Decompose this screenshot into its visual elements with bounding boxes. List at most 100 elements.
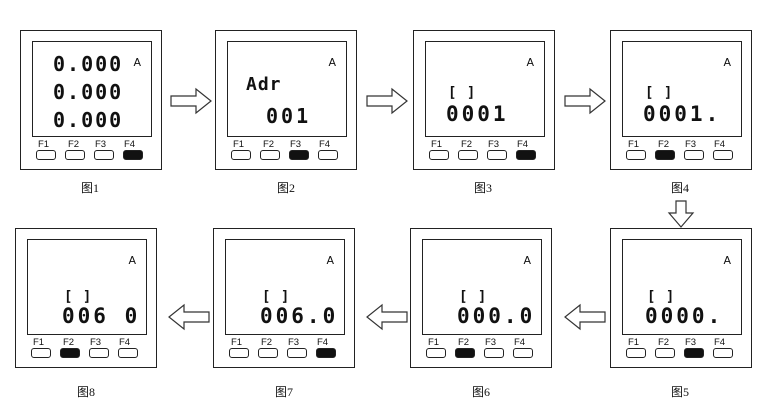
f3-key[interactable] (484, 348, 504, 358)
meter-panel-2: A Adr 001 F1 F2 F3 F4 (215, 30, 357, 170)
display-line-2: 0001. (643, 102, 722, 126)
meter-panel-1: A 0.000 0.000 0.000 F1 F2 F3 F4 (20, 30, 162, 170)
key-label-f4: F4 (124, 139, 136, 150)
display-line-2: 006 0 (62, 304, 141, 328)
caption-fig-5: 图5 (670, 385, 689, 399)
f3-key[interactable] (287, 348, 307, 358)
display-line-1: Adr (246, 74, 282, 95)
key-label-f3: F3 (288, 337, 300, 348)
f1-key[interactable] (36, 150, 56, 160)
key-label-f3: F3 (90, 337, 102, 348)
f1-key[interactable] (229, 348, 249, 358)
display-line-1: 0.000 (53, 52, 124, 76)
caption-fig-4: 图4 (670, 181, 689, 195)
f1-key[interactable] (426, 348, 446, 358)
display-line-2: 0000. (645, 304, 724, 328)
lcd-screen: A [ ] 006.0 (225, 239, 345, 335)
f3-key[interactable] (684, 348, 704, 358)
key-label-f4: F4 (119, 337, 131, 348)
lcd-screen: A [ ] 0001 (425, 41, 545, 137)
display-line-1: [ ] (645, 85, 674, 101)
f2-key[interactable] (258, 348, 278, 358)
f1-key[interactable] (626, 150, 646, 160)
key-labels: F1 F2 F3 F4 (622, 139, 742, 151)
unit-label: A (723, 254, 731, 267)
key-label-f2: F2 (658, 139, 670, 150)
lcd-screen: A [ ] 0001. (622, 41, 742, 137)
f3-key[interactable] (89, 348, 109, 358)
key-label-f4: F4 (514, 337, 526, 348)
f4-key[interactable] (713, 150, 733, 160)
f4-key[interactable] (513, 348, 533, 358)
caption-fig-1: 图1 (80, 181, 99, 195)
caption-fig-2: 图2 (276, 181, 295, 195)
key-labels: F1 F2 F3 F4 (32, 139, 152, 151)
meter-panel-4: A [ ] 0001. F1 F2 F3 F4 (610, 30, 752, 170)
key-label-f1: F1 (628, 337, 640, 348)
f2-key[interactable] (655, 150, 675, 160)
key-label-f1: F1 (38, 139, 50, 150)
key-label-f2: F2 (63, 337, 75, 348)
unit-label: A (523, 254, 531, 267)
meter-panel-7: A [ ] 006.0 F1 F2 F3 F4 (213, 228, 355, 368)
display-line-3: 0.000 (53, 108, 124, 132)
f3-key[interactable] (289, 150, 309, 160)
f1-key[interactable] (626, 348, 646, 358)
f4-key[interactable] (318, 150, 338, 160)
key-label-f2: F2 (658, 337, 670, 348)
f2-key[interactable] (60, 348, 80, 358)
f2-key[interactable] (458, 150, 478, 160)
arrow-left-icon (168, 303, 210, 331)
key-label-f4: F4 (517, 139, 529, 150)
f1-key[interactable] (429, 150, 449, 160)
key-label-f2: F2 (68, 139, 80, 150)
key-labels: F1 F2 F3 F4 (227, 139, 347, 151)
key-label-f2: F2 (458, 337, 470, 348)
unit-label: A (326, 254, 334, 267)
display-line-2: 0.000 (53, 80, 124, 104)
key-label-f3: F3 (685, 337, 697, 348)
caption-fig-6: 图6 (471, 385, 490, 399)
f3-key[interactable] (94, 150, 114, 160)
meter-panel-8: A [ ] 006 0 F1 F2 F3 F4 (15, 228, 157, 368)
display-line-1: [ ] (64, 289, 93, 305)
key-label-f2: F2 (261, 337, 273, 348)
key-label-f1: F1 (431, 139, 443, 150)
display-line-2: 000.0 (457, 304, 536, 328)
key-label-f3: F3 (290, 139, 302, 150)
display-line-2: 006.0 (260, 304, 339, 328)
key-label-f3: F3 (488, 139, 500, 150)
f2-key[interactable] (260, 150, 280, 160)
f4-key[interactable] (316, 348, 336, 358)
lcd-screen: A 0.000 0.000 0.000 (32, 41, 152, 137)
f4-key[interactable] (118, 348, 138, 358)
key-label-f4: F4 (714, 139, 726, 150)
key-label-f4: F4 (714, 337, 726, 348)
arrow-right-icon (564, 87, 606, 115)
unit-label: A (526, 56, 534, 69)
f2-key[interactable] (655, 348, 675, 358)
caption-fig-7: 图7 (274, 385, 293, 399)
key-label-f2: F2 (461, 139, 473, 150)
f4-key[interactable] (516, 150, 536, 160)
key-label-f2: F2 (263, 139, 275, 150)
f1-key[interactable] (31, 348, 51, 358)
f2-key[interactable] (65, 150, 85, 160)
arrow-left-icon (366, 303, 408, 331)
f4-key[interactable] (713, 348, 733, 358)
key-labels: F1 F2 F3 F4 (27, 337, 147, 349)
unit-label: A (133, 56, 141, 69)
key-labels: F1 F2 F3 F4 (425, 139, 545, 151)
key-labels: F1 F2 F3 F4 (622, 337, 742, 349)
caption-fig-8: 图8 (76, 385, 95, 399)
key-label-f3: F3 (95, 139, 107, 150)
display-line-1: [ ] (647, 289, 676, 305)
unit-label: A (128, 254, 136, 267)
meter-panel-6: A [ ] 000.0 F1 F2 F3 F4 (410, 228, 552, 368)
meter-panel-3: A [ ] 0001 F1 F2 F3 F4 (413, 30, 555, 170)
f3-key[interactable] (684, 150, 704, 160)
f3-key[interactable] (487, 150, 507, 160)
f4-key[interactable] (123, 150, 143, 160)
f1-key[interactable] (231, 150, 251, 160)
f2-key[interactable] (455, 348, 475, 358)
